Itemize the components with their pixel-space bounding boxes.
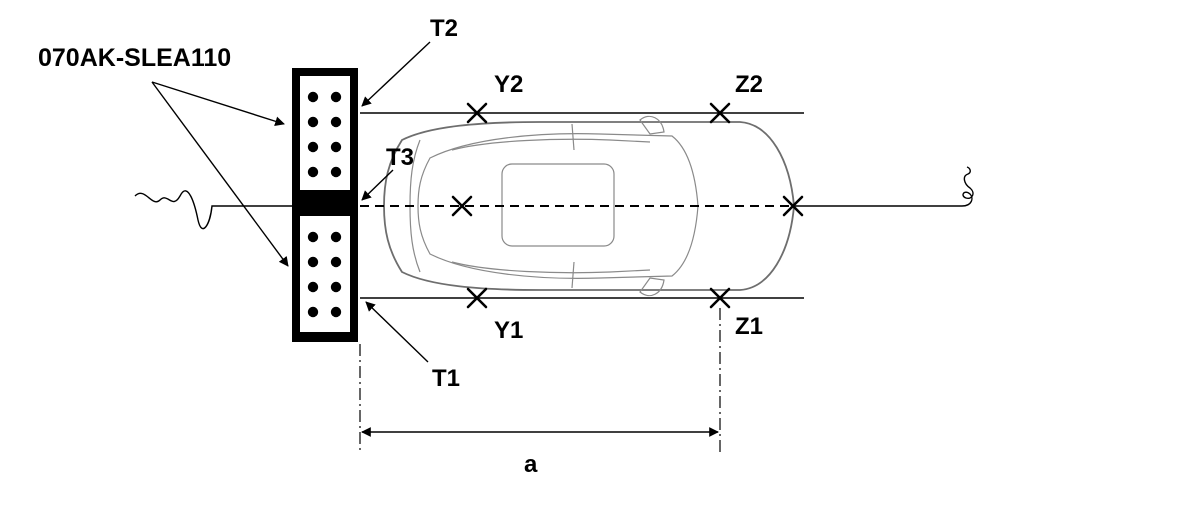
- left-cable-line: [134, 190, 292, 230]
- label-t3: T3: [386, 144, 414, 171]
- leader-t2: [361, 41, 431, 107]
- label-y2: Y2: [494, 71, 523, 98]
- dimension-label-a: a: [524, 451, 538, 478]
- leader-part-to-upper-target: [151, 81, 285, 126]
- label-t1: T1: [432, 365, 460, 392]
- lower-target-dots: [307, 231, 342, 318]
- leader-t1: [365, 301, 429, 363]
- right-cable-line: [792, 166, 974, 207]
- leader-t3: [361, 169, 394, 201]
- mark-y2-icon: [466, 102, 488, 124]
- upper-target-dots: [307, 91, 342, 178]
- mark-center-front-icon: [451, 195, 473, 217]
- mark-y1-icon: [466, 287, 488, 309]
- mark-z1-icon: [709, 287, 731, 309]
- leader-part-to-lower-target: [151, 81, 289, 267]
- part-number-label: 070AK-SLEA110: [38, 44, 231, 72]
- label-y1: Y1: [494, 317, 523, 344]
- mark-z2-icon: [709, 102, 731, 124]
- label-z2: Z2: [735, 71, 763, 98]
- label-t2: T2: [430, 15, 458, 42]
- label-z1: Z1: [735, 313, 763, 340]
- target-board: [292, 68, 358, 342]
- mark-center-rear-icon: [782, 195, 804, 217]
